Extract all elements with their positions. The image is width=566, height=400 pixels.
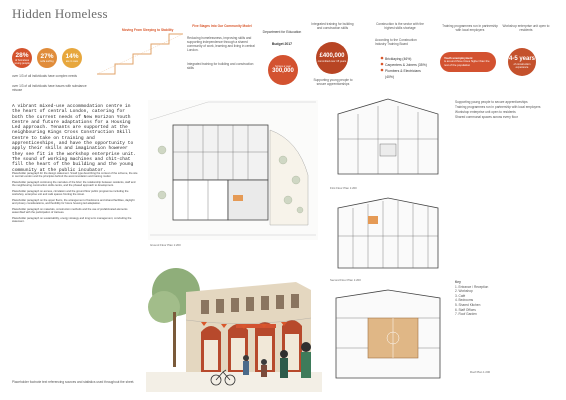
footer-note: Placeholder footnote text referencing so… <box>12 380 135 384</box>
stat-label: are in care <box>65 60 79 63</box>
street-perspective-illustration <box>146 262 322 392</box>
note-item: Workshop enterprise unit open to residen… <box>455 110 516 114</box>
stat-circle-care: 14% are in care <box>62 48 82 68</box>
stairs-label: Moving From Sleeping to Stability <box>122 28 174 32</box>
upper-notes: Supporting young people to secure appren… <box>455 100 550 120</box>
legend-item: 2. Workshop <box>455 289 473 294</box>
note-item: Shared communal spaces across every floo… <box>455 115 518 119</box>
legend-title: Key <box>455 280 461 284</box>
page-title: Hidden Homeless <box>12 6 108 21</box>
youth-head: Training programmes run in partnership w… <box>442 24 498 32</box>
legend-item: 1. Entrance / Reception <box>455 284 489 289</box>
badge-title: Youth unemployment <box>444 55 473 60</box>
skills-text: Construction is the sector with the high… <box>376 22 424 30</box>
body-paragraph: Placeholder paragraph on access, circula… <box>12 190 129 197</box>
govt-head: Integrated training for building and con… <box>311 22 354 30</box>
pct-item: Carpenters & Joiners (35%) <box>385 63 427 67</box>
stat-value: 28% <box>15 51 29 59</box>
budget-value: Budget 2017 <box>271 42 293 46</box>
circle-value: £400,000 <box>319 53 345 59</box>
skills-text-2: According to the Construction Industry T… <box>375 38 417 46</box>
body-text: Placeholder paragraph for the design sta… <box>12 172 138 226</box>
stat-value: 27% <box>40 53 54 60</box>
budget-head: Department for Education <box>262 30 302 34</box>
pct-list: Bricklaying (46%) Carpenters & Joiners (… <box>385 56 430 80</box>
legend-item: 4. Bedrooms <box>455 298 474 303</box>
stat-circle-sofa: 27% sofa surfing <box>37 48 57 68</box>
body-paragraph: Placeholder paragraph on materials, cons… <box>12 208 128 215</box>
body-paragraph: Placeholder paragraph on the upper floor… <box>12 199 135 206</box>
pct-item: Plumbers & Electricians (40%) <box>385 69 421 79</box>
ground-floor-plan <box>148 100 318 240</box>
stat-note-1: over 1/3 of all individuals have complex… <box>12 74 78 78</box>
first-floor-caption: First Floor Plan 1:200 <box>330 186 357 190</box>
ground-floor-caption: Ground Floor Plan 1:200 <box>150 243 181 247</box>
note-item: Training programmes run in partnership w… <box>455 105 541 109</box>
body-paragraph: Placeholder paragraph continuing the nar… <box>12 181 136 188</box>
youth-unemployment-badge: Youth unemployment is around three times… <box>440 52 496 72</box>
legend-item: 5. Shared Kitchen <box>455 302 481 307</box>
legend-item: 6. Staff Offices <box>455 307 476 312</box>
pct-item: Bricklaying (46%) <box>385 57 412 61</box>
legend-item: 7. Roof Garden <box>455 312 477 317</box>
second-floor-caption: Second Floor Plan 1:200 <box>330 278 361 282</box>
experience-circle: 4-5 years of construction experience <box>508 48 536 76</box>
plan-legend: Key 1. Entrance / Reception 2. Workshop … <box>455 280 550 317</box>
right-head: Workshop enterprise unit open to residen… <box>502 24 550 32</box>
mid-body-2: Integrated training for building and con… <box>187 62 254 70</box>
badge-label: is around three times higher than the re… <box>444 59 490 67</box>
body-paragraph: Placeholder paragraph on sustainability,… <box>12 217 132 224</box>
intro-paragraph: A vibrant mixed-use accommodation centre… <box>12 104 137 173</box>
mid-heading: Five Stages Into Our Community Model <box>192 24 252 28</box>
circle-value: 4-5 years <box>508 55 536 62</box>
govt-note: Supporting young people to secure appren… <box>313 78 353 86</box>
budget-circle: homes a year 300,000 <box>268 55 298 85</box>
first-floor-plan <box>337 98 439 175</box>
stat-label: sofa surfing <box>40 60 54 63</box>
roof-plan <box>335 289 441 379</box>
circle-label: committed over 15 years <box>317 60 347 63</box>
circle-label: homes a year <box>275 65 291 68</box>
stat-circle-homeless: 28% of homeless young people <box>12 48 32 68</box>
stat-note-2: over 1/3 of all individuals have issues … <box>12 84 87 92</box>
circle-value: 300,000 <box>272 68 294 74</box>
note-item: Supporting young people to secure appren… <box>455 100 528 104</box>
roof-plan-caption: Roof Plan 1:200 <box>470 370 491 374</box>
mid-body: Reducing homelessness, improving skills … <box>187 36 255 52</box>
body-paragraph: Placeholder paragraph for the design sta… <box>12 172 138 179</box>
circle-label: of construction experience <box>513 62 531 69</box>
stat-value: 14% <box>65 53 79 60</box>
stat-label: of homeless young people <box>14 58 30 65</box>
legend-item: 3. Café <box>455 293 466 298</box>
second-floor-plan <box>337 197 439 269</box>
pct-markers <box>380 56 384 72</box>
govt-circle: £400,000 committed over 15 years <box>316 42 348 74</box>
stairs-diagram <box>96 33 184 75</box>
